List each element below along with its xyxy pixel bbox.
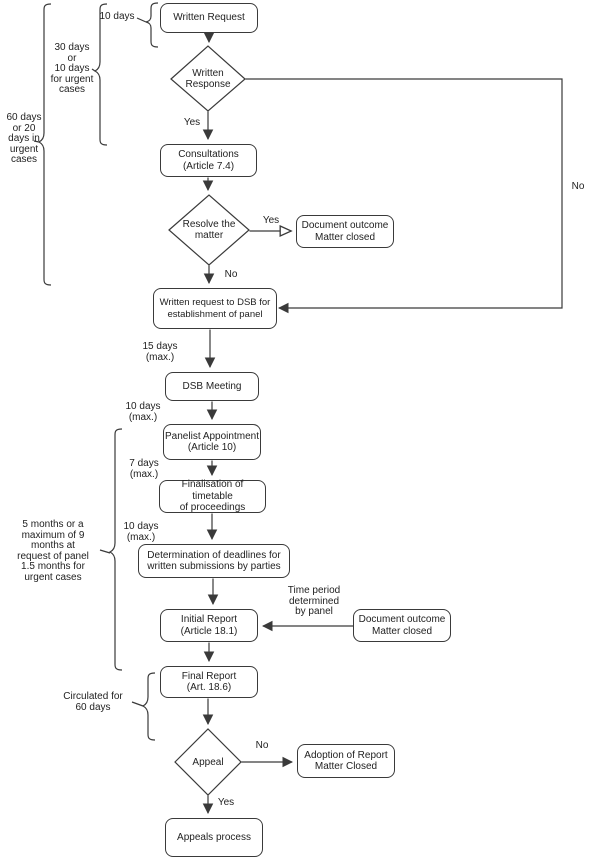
resolve-matter-diamond (168, 194, 250, 266)
brace-5-months-tick (99, 549, 111, 554)
node-adoption-report: Adoption of Report Matter Closed (297, 744, 395, 778)
node-resolve-matter-label: Resolve the matter (182, 219, 236, 241)
node-panelist-appointment: Panelist Appointment (Article 10) (163, 424, 261, 460)
annotation-10-days: 10 days (99, 11, 135, 22)
brace-60-days-tick (33, 140, 40, 143)
node-written-response-label: Written Response (185, 68, 231, 90)
edge-label-resolve-no: No (224, 269, 238, 280)
node-written-request: Written Request (160, 3, 258, 33)
annotation-30-days: 30 days or 10 days for urgent cases (50, 42, 94, 95)
node-consultations: Consultations (Article 7.4) (160, 144, 257, 177)
edge-response-no-to-dsb-request (245, 78, 563, 314)
node-dsb-meeting: DSB Meeting (165, 372, 259, 401)
brace-10-days-tick (136, 17, 147, 23)
node-document-outcome-2: Document outcome Matter closed (353, 609, 451, 642)
edge-label-response-no: No (571, 181, 585, 192)
brace-10-days (145, 2, 159, 48)
edge-label-appeal-yes: Yes (217, 797, 235, 808)
annotation-time-period: Time period determined by panel (287, 585, 341, 617)
node-determination-deadlines: Determination of deadlines for written s… (138, 544, 290, 578)
annotation-5-months: 5 months or a maximum of 9 months at req… (17, 519, 89, 583)
node-appeal-label: Appeal (192, 756, 224, 768)
brace-circulated (141, 672, 156, 741)
node-written-request-dsb: Written request to DSB for establishment… (153, 288, 277, 329)
annotation-60-days: 60 days or 20 days in urgent cases (6, 112, 42, 165)
brace-5-months (108, 428, 123, 671)
node-document-outcome-1: Document outcome Matter closed (296, 215, 394, 248)
annotation-15-days-max: 15 days (max.) (142, 341, 178, 363)
edge-label-appeal-no: No (255, 740, 269, 751)
annotation-circulated-60-days: Circulated for 60 days (63, 691, 123, 713)
appeal-diamond (174, 728, 242, 796)
annotation-10-days-max-deadlines: 10 days (max.) (123, 521, 159, 543)
brace-circulated-tick (131, 701, 144, 707)
node-final-report: Final Report (Art. 18.6) (160, 666, 258, 698)
edge-label-response-yes: Yes (183, 117, 201, 128)
written-response-diamond (170, 45, 246, 112)
annotation-7-days-max: 7 days (max.) (129, 458, 159, 480)
node-finalisation-timetable: Finalisation of timetable of proceedings (159, 479, 266, 513)
brace-30-days-tick (91, 68, 96, 72)
node-appeals-process: Appeals process (165, 818, 263, 857)
edge-label-resolve-yes: Yes (262, 215, 280, 226)
annotation-10-days-max-panelist: 10 days (max.) (125, 401, 161, 423)
node-initial-report: Initial Report (Article 18.1) (160, 609, 258, 642)
